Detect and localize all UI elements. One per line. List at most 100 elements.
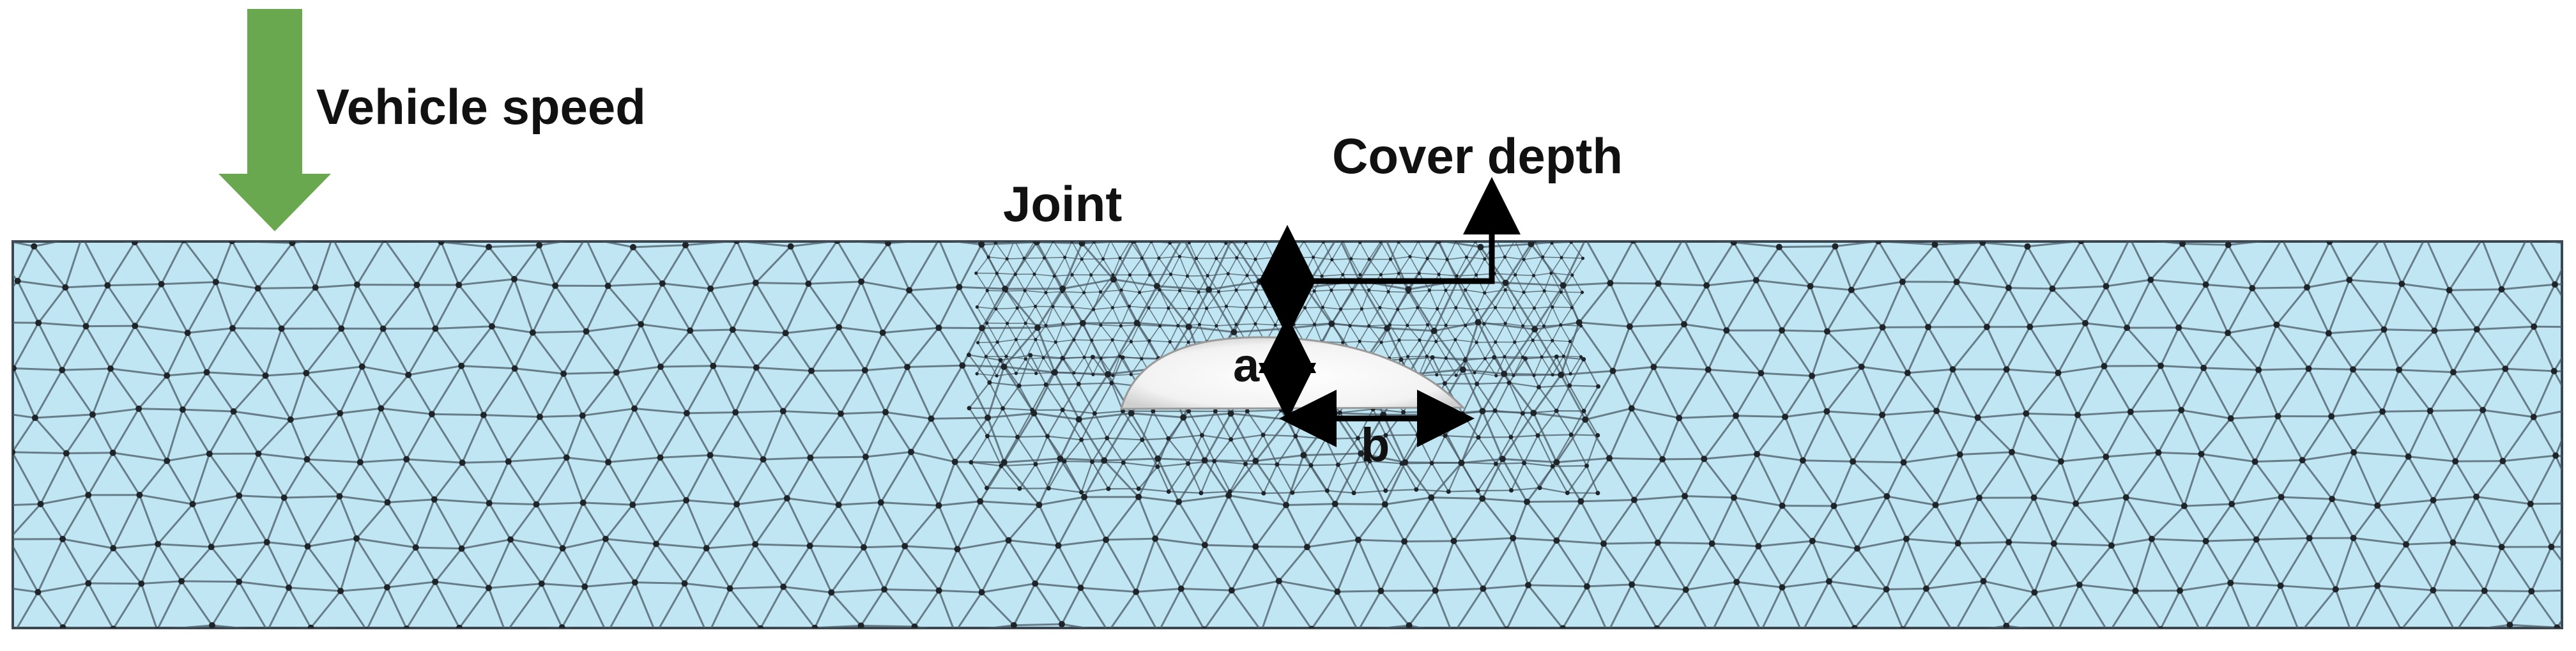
- mesh-node: [1130, 373, 1133, 376]
- mesh-node: [985, 434, 990, 438]
- mesh-node: [1980, 578, 1986, 585]
- mesh-edge: [0, 452, 12, 506]
- mesh-node: [936, 587, 942, 594]
- mesh-node: [967, 406, 972, 410]
- mesh-edge: [1255, 546, 1307, 547]
- mesh-node: [2531, 414, 2537, 420]
- mesh-node: [2249, 285, 2255, 291]
- mesh-node: [682, 580, 688, 586]
- mesh-node: [164, 457, 170, 464]
- mesh-node: [1334, 588, 1340, 595]
- mesh-node: [458, 363, 464, 369]
- mesh-node: [1681, 321, 1687, 328]
- mesh-node: [1118, 256, 1121, 259]
- mesh-node: [1416, 433, 1420, 437]
- mesh-node: [780, 584, 786, 590]
- mesh-node: [1514, 273, 1517, 277]
- mesh-node: [1522, 257, 1526, 261]
- mesh-node: [1255, 288, 1258, 291]
- mesh-node: [1377, 588, 1384, 594]
- mesh-node: [978, 241, 985, 248]
- mesh-node: [1426, 257, 1429, 260]
- mesh-edge: [0, 323, 13, 369]
- mesh-node: [1509, 488, 1514, 493]
- mesh-node: [31, 243, 37, 250]
- mesh-node: [2431, 328, 2437, 334]
- mesh-node: [1169, 241, 1172, 245]
- mesh-node: [1430, 355, 1435, 360]
- mesh-node: [1932, 241, 1938, 248]
- mesh-node: [1033, 462, 1038, 466]
- mesh-node: [1753, 277, 1759, 284]
- mesh-node: [1023, 289, 1027, 292]
- mesh-node: [1401, 539, 1407, 545]
- mesh-node: [1105, 629, 1112, 635]
- mesh-node: [1032, 581, 1038, 587]
- mesh-edge: [12, 452, 66, 454]
- mesh-edge: [1074, 340, 1092, 341]
- mesh-node: [732, 410, 739, 416]
- mesh-node: [581, 583, 588, 590]
- mesh-edge: [735, 411, 783, 413]
- mesh-node: [1262, 273, 1266, 277]
- mesh-node: [2506, 622, 2513, 628]
- mesh-node: [1272, 289, 1275, 292]
- mesh-node: [85, 492, 91, 498]
- mesh-node: [908, 448, 914, 455]
- mesh-node: [489, 323, 495, 330]
- mesh-node: [1562, 355, 1565, 358]
- mesh-node: [838, 411, 844, 417]
- mesh-node: [1399, 357, 1403, 362]
- mesh-node: [935, 502, 942, 509]
- mesh-node: [138, 581, 144, 587]
- mesh-edge: [1610, 283, 1658, 284]
- mesh-node: [1252, 457, 1259, 464]
- mesh-node: [357, 459, 364, 466]
- mesh-node: [1349, 257, 1353, 260]
- mesh-node: [354, 282, 360, 288]
- mesh-node: [1006, 257, 1009, 261]
- mesh-node: [1533, 307, 1536, 310]
- mesh-node: [1178, 289, 1181, 292]
- mesh-node: [1166, 436, 1170, 441]
- mesh-node: [456, 625, 463, 631]
- mesh-node: [1824, 328, 1830, 335]
- mesh-node: [659, 280, 666, 287]
- mesh-node: [229, 325, 236, 332]
- mesh-node: [985, 486, 989, 490]
- mesh-node: [279, 325, 285, 332]
- mesh-node: [1292, 256, 1295, 259]
- mesh-node: [2528, 588, 2534, 595]
- mesh-edge: [1046, 384, 1078, 385]
- mesh-node: [1629, 405, 1635, 411]
- mesh-node: [1138, 291, 1141, 294]
- mesh-node: [181, 237, 187, 243]
- mesh-node: [34, 589, 41, 595]
- mesh-node: [969, 460, 973, 464]
- mesh-edge: [1286, 504, 1335, 505]
- mesh-node: [1148, 273, 1151, 277]
- mesh-node: [1228, 489, 1232, 494]
- mesh-node: [336, 493, 342, 500]
- mesh-node: [707, 286, 714, 292]
- mesh-node: [552, 282, 558, 289]
- mesh-node: [1568, 340, 1572, 343]
- mesh-node: [1079, 438, 1084, 442]
- mesh-edge: [1037, 242, 1082, 243]
- mesh-node: [1905, 370, 1911, 376]
- mesh-edge: [1018, 436, 1048, 437]
- mesh-node: [1475, 273, 1478, 277]
- mesh-node: [1848, 287, 1855, 293]
- mesh-node: [1582, 417, 1588, 423]
- mesh-node: [995, 374, 999, 378]
- mesh-node: [1494, 374, 1498, 377]
- mesh-node: [1406, 355, 1409, 358]
- mesh-node: [1213, 409, 1218, 413]
- mesh-node: [2175, 325, 2182, 331]
- mesh-node: [1229, 587, 1235, 594]
- mesh-node: [132, 323, 138, 329]
- mesh-node: [236, 579, 242, 585]
- mesh-node: [1522, 291, 1526, 294]
- mesh-node: [2023, 410, 2029, 417]
- mesh-node: [1044, 324, 1047, 327]
